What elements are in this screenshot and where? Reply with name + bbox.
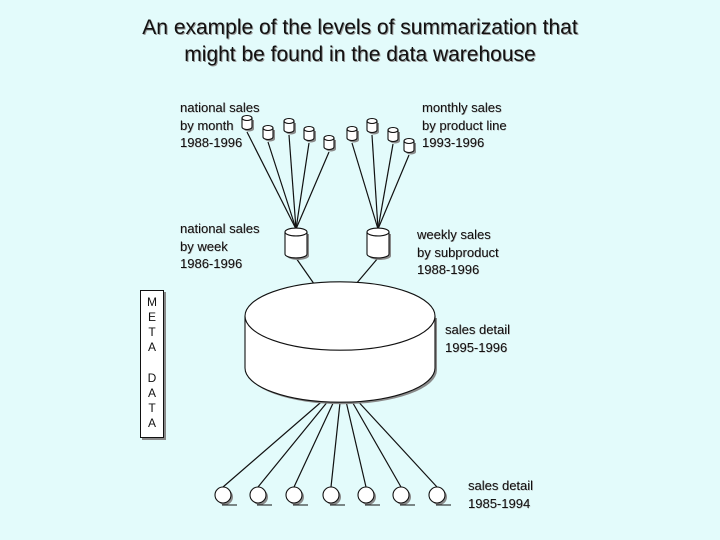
label-weekly-sales-by-subproduct: weekly sales by subproduct 1988-1996 xyxy=(417,227,499,277)
meta-letter: T xyxy=(148,325,156,339)
weekly-sales-store xyxy=(366,227,391,260)
meta-letter: E xyxy=(147,310,156,324)
monthly-sales-store xyxy=(346,125,359,143)
monthly-sales-store xyxy=(241,114,254,132)
monthly-sales-store xyxy=(387,126,400,144)
storage-nodes xyxy=(214,114,451,506)
connector-line xyxy=(267,141,297,230)
title-line-1: An example of the levels of summarizatio… xyxy=(142,16,578,39)
archive-disk xyxy=(357,486,380,506)
archive-disk xyxy=(392,486,415,506)
connector-line xyxy=(295,151,330,230)
label-national-sales-by-month: national sales by month 1988-1996 xyxy=(180,100,260,150)
meta-letter: D xyxy=(147,371,157,385)
connector-line xyxy=(377,154,410,230)
archive-disk xyxy=(249,486,272,506)
meta-letter: A xyxy=(147,416,156,430)
label-monthly-sales-by-product-line: monthly sales by product line 1993-1996 xyxy=(422,100,507,150)
archive-disk xyxy=(285,486,308,506)
archive-disk xyxy=(428,486,451,506)
monthly-sales-store xyxy=(403,137,416,155)
connector-line xyxy=(288,134,297,230)
meta-letter: M xyxy=(147,295,157,309)
connector-line xyxy=(377,143,394,230)
monthly-sales-store xyxy=(323,134,336,152)
monthly-sales-store xyxy=(303,125,316,143)
monthly-sales-store xyxy=(283,117,296,135)
slide-title: An example of the levels of summarizatio… xyxy=(0,14,720,68)
meta-letter: T xyxy=(148,401,156,415)
connector-line xyxy=(351,142,379,230)
archive-disk xyxy=(214,486,237,506)
label-sales-detail-recent: sales detail 1995-1996 xyxy=(445,322,511,355)
archive-disk xyxy=(322,486,345,506)
connector-line xyxy=(246,131,297,230)
weekly-sales-store xyxy=(284,227,309,260)
monthly-sales-store xyxy=(366,117,379,135)
label-national-sales-by-week: national sales by week 1986-1996 xyxy=(180,221,260,271)
title-line-2: might be found in the data warehouse xyxy=(184,43,536,66)
label-sales-detail-archive: sales detail 1985-1994 xyxy=(468,478,534,511)
monthly-sales-store xyxy=(262,124,275,142)
connector-line xyxy=(295,142,310,230)
meta-letter: A xyxy=(147,340,156,354)
meta-letter: A xyxy=(147,386,156,400)
connector-line xyxy=(371,134,379,230)
sales-detail-store xyxy=(244,281,437,405)
metadata-sidebar: M E T A D A T A xyxy=(140,290,164,438)
